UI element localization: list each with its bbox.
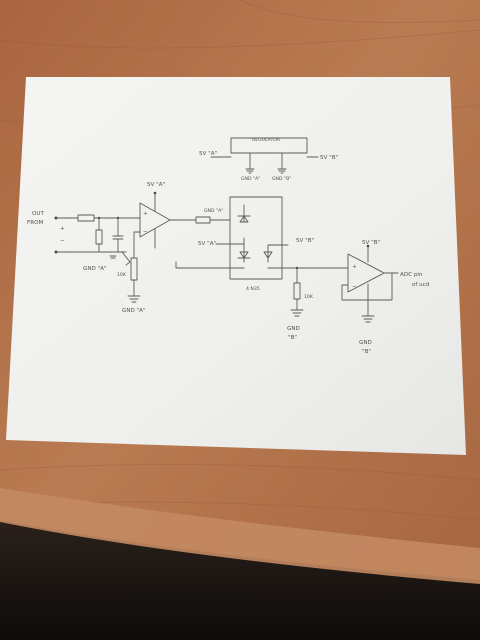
opamp2-gnd-1: GND <box>359 340 372 346</box>
opamp1-plus: + <box>143 211 148 217</box>
opamp2-minus: − <box>352 284 357 290</box>
led-stage: GND "A" <box>169 208 231 224</box>
input-minus: − <box>60 238 65 244</box>
input-label-2: FROM <box>27 220 44 226</box>
opamp2-supply-label: 5V "B" <box>362 240 381 246</box>
desk-edge <box>0 488 480 584</box>
opamp-2: + − 5V "B" ADC pin of ucd GND "B" <box>329 240 430 355</box>
isolator-part-label: 4 N35 <box>246 286 260 292</box>
opamp2-plus: + <box>352 264 357 270</box>
pulldown-gnd-2: "B" <box>288 335 297 341</box>
opamp2-output-2: of ucd <box>412 282 430 288</box>
regulator-gnd-b: GND "B" <box>272 176 291 182</box>
regulator-gnd-a: GND "A" <box>241 176 260 182</box>
opamp2-output-1: ADC pin <box>400 272 423 278</box>
isolator-supply-a: 5V "A" <box>198 241 217 247</box>
pulldown-gnd-1: GND <box>287 326 300 332</box>
regulator-label: REGULATOR <box>252 137 281 143</box>
paper-sheet <box>6 77 466 455</box>
regulator-in-label: 5V "A" <box>199 151 218 157</box>
opamp1-gnd-label: GND "A" <box>122 308 146 314</box>
input-label-1: OUT <box>32 211 44 217</box>
opamp1-supply-label: 5V "A" <box>147 182 166 188</box>
opamp2-gnd-2: "B" <box>362 349 371 355</box>
led-label: GND "A" <box>204 208 223 214</box>
pulldown-resistor-label: 10K <box>304 294 314 300</box>
isolator-4n35: 5V "A" 5V "B" 4 N35 <box>175 196 331 292</box>
pulldown-stage: 10K GND "B" <box>287 266 314 341</box>
regulator-block: REGULATOR 5V "A" 5V "B" GND "A" GND "B" <box>199 137 339 182</box>
isolator-supply-b: 5V "B" <box>296 238 315 244</box>
input-plus: + <box>60 226 65 232</box>
input-stage: OUT FROM + − GND "A" 10K <box>27 211 141 278</box>
desk-shadow <box>0 520 480 640</box>
input-gnd-label: GND "A" <box>83 266 107 272</box>
input-resistor-label: 10K <box>117 272 127 278</box>
opamp1-minus: − <box>143 229 148 235</box>
regulator-out-label: 5V "B" <box>320 155 339 161</box>
opamp-1: + − 5V "A" GND "A" <box>122 182 171 314</box>
